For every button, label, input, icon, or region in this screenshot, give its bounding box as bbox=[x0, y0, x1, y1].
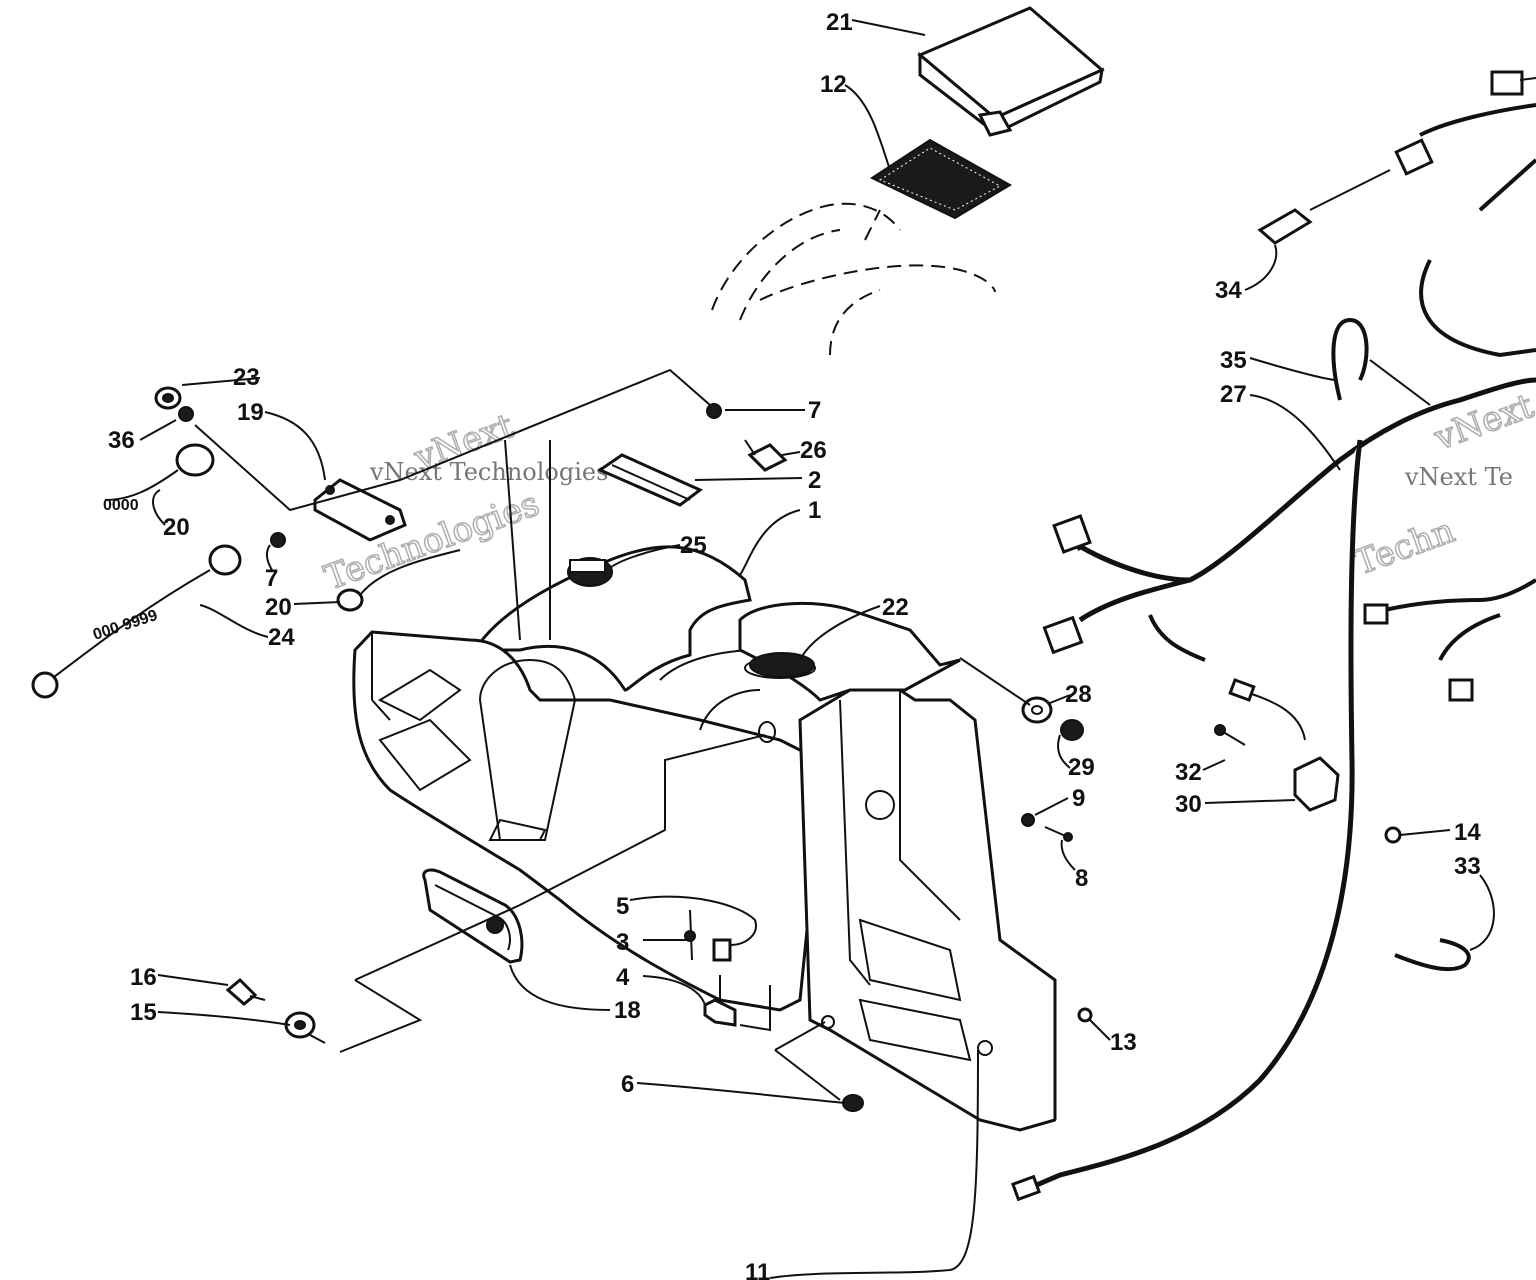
part-26-switch bbox=[744, 439, 788, 472]
part-8-bolt bbox=[1044, 826, 1073, 842]
callout-20-upper: 20 bbox=[163, 514, 190, 541]
callout-30: 30 bbox=[1175, 791, 1202, 818]
part-3-screw bbox=[684, 909, 696, 961]
part-30-relay bbox=[1228, 678, 1340, 812]
callout-19: 19 bbox=[237, 399, 264, 426]
part-7-nut-lower bbox=[270, 532, 286, 548]
part-36-nut bbox=[178, 406, 194, 422]
callout-7-right: 7 bbox=[808, 397, 821, 424]
callout-35: 35 bbox=[1220, 347, 1247, 374]
callout-8: 8 bbox=[1075, 865, 1088, 892]
callout-6: 6 bbox=[621, 1071, 634, 1098]
part-35-wire-loop bbox=[1331, 317, 1369, 401]
part-12-mesh-pad bbox=[869, 138, 1012, 220]
ghost-hood-outline bbox=[711, 202, 996, 356]
callout-9: 9 bbox=[1072, 785, 1085, 812]
part-34-connector bbox=[1257, 169, 1391, 245]
callout-32: 32 bbox=[1175, 759, 1202, 786]
callout-25: 25 bbox=[680, 532, 707, 559]
part-18-trim-plate bbox=[422, 868, 524, 964]
part-6-grommet bbox=[842, 1094, 864, 1112]
callout-12: 12 bbox=[820, 71, 847, 98]
callout-13: 13 bbox=[1110, 1029, 1137, 1056]
part-9-nut bbox=[1021, 813, 1035, 827]
watermark-right-line2: vNext Te bbox=[1404, 463, 1513, 491]
part-2-bracket bbox=[596, 453, 703, 507]
part-23-grommet bbox=[154, 386, 182, 410]
callout-20-lower: 20 bbox=[265, 594, 292, 621]
watermark-left-line2: vNext Technologies bbox=[369, 458, 608, 486]
part-28-washer bbox=[1021, 696, 1053, 724]
callout-15: 15 bbox=[130, 999, 157, 1026]
callout-27: 27 bbox=[1220, 381, 1247, 408]
part-14-grommet bbox=[1384, 826, 1402, 844]
svg-text:000 9999: 000 9999 bbox=[91, 607, 160, 644]
callout-1: 1 bbox=[808, 497, 821, 524]
callout-22: 22 bbox=[882, 594, 909, 621]
callout-16: 16 bbox=[130, 964, 157, 991]
part-20-switch-upper: 0000 bbox=[103, 443, 215, 514]
part-20-switch-lower bbox=[336, 549, 461, 612]
callout-28: 28 bbox=[1065, 681, 1092, 708]
callout-18: 18 bbox=[614, 997, 641, 1024]
part-21-cover bbox=[917, 6, 1105, 137]
part-16-key bbox=[225, 977, 266, 1006]
callout-2: 2 bbox=[808, 467, 821, 494]
part-33-wire bbox=[1394, 938, 1471, 972]
callout-4: 4 bbox=[616, 964, 630, 991]
callout-labels: 21 12 23 19 36 20 7 20 24 7 26 2 1 25 22… bbox=[108, 9, 1481, 1280]
callout-34: 34 bbox=[1215, 277, 1242, 304]
callout-21: 21 bbox=[826, 9, 853, 36]
part-22-pad bbox=[749, 652, 815, 678]
part-1-console-body bbox=[352, 545, 1057, 1132]
watermark-right: vNext vNext Te Techn bbox=[1349, 385, 1536, 584]
callout-29: 29 bbox=[1068, 754, 1095, 781]
watermark-right-line3: Techn bbox=[1349, 511, 1459, 584]
svg-text:0000: 0000 bbox=[103, 497, 139, 514]
callout-24: 24 bbox=[268, 624, 295, 651]
callout-11: 11 bbox=[745, 1259, 770, 1280]
part-32-screw bbox=[1214, 724, 1246, 746]
callout-33: 33 bbox=[1454, 853, 1481, 880]
callout-23: 23 bbox=[233, 364, 260, 391]
part-27-wiring-harness bbox=[1011, 70, 1536, 1202]
part-7-nut-upper bbox=[706, 403, 722, 419]
leader-lines bbox=[139, 19, 1495, 1279]
callout-3: 3 bbox=[616, 929, 629, 956]
part-15-ignition bbox=[284, 1011, 326, 1044]
callout-14: 14 bbox=[1454, 819, 1481, 846]
part-29-nut bbox=[1060, 719, 1084, 741]
part-5-clip bbox=[712, 938, 732, 962]
callout-7-left: 7 bbox=[265, 565, 278, 592]
callout-36: 36 bbox=[108, 427, 135, 454]
part-4-bracket bbox=[703, 998, 737, 1027]
part-25-knob bbox=[567, 557, 613, 587]
part-19-bracket bbox=[313, 478, 407, 542]
callout-5: 5 bbox=[616, 893, 629, 920]
part-13-clip bbox=[1077, 1007, 1093, 1023]
part-24-cable: 000 9999 bbox=[31, 544, 242, 699]
callout-26: 26 bbox=[800, 437, 827, 464]
